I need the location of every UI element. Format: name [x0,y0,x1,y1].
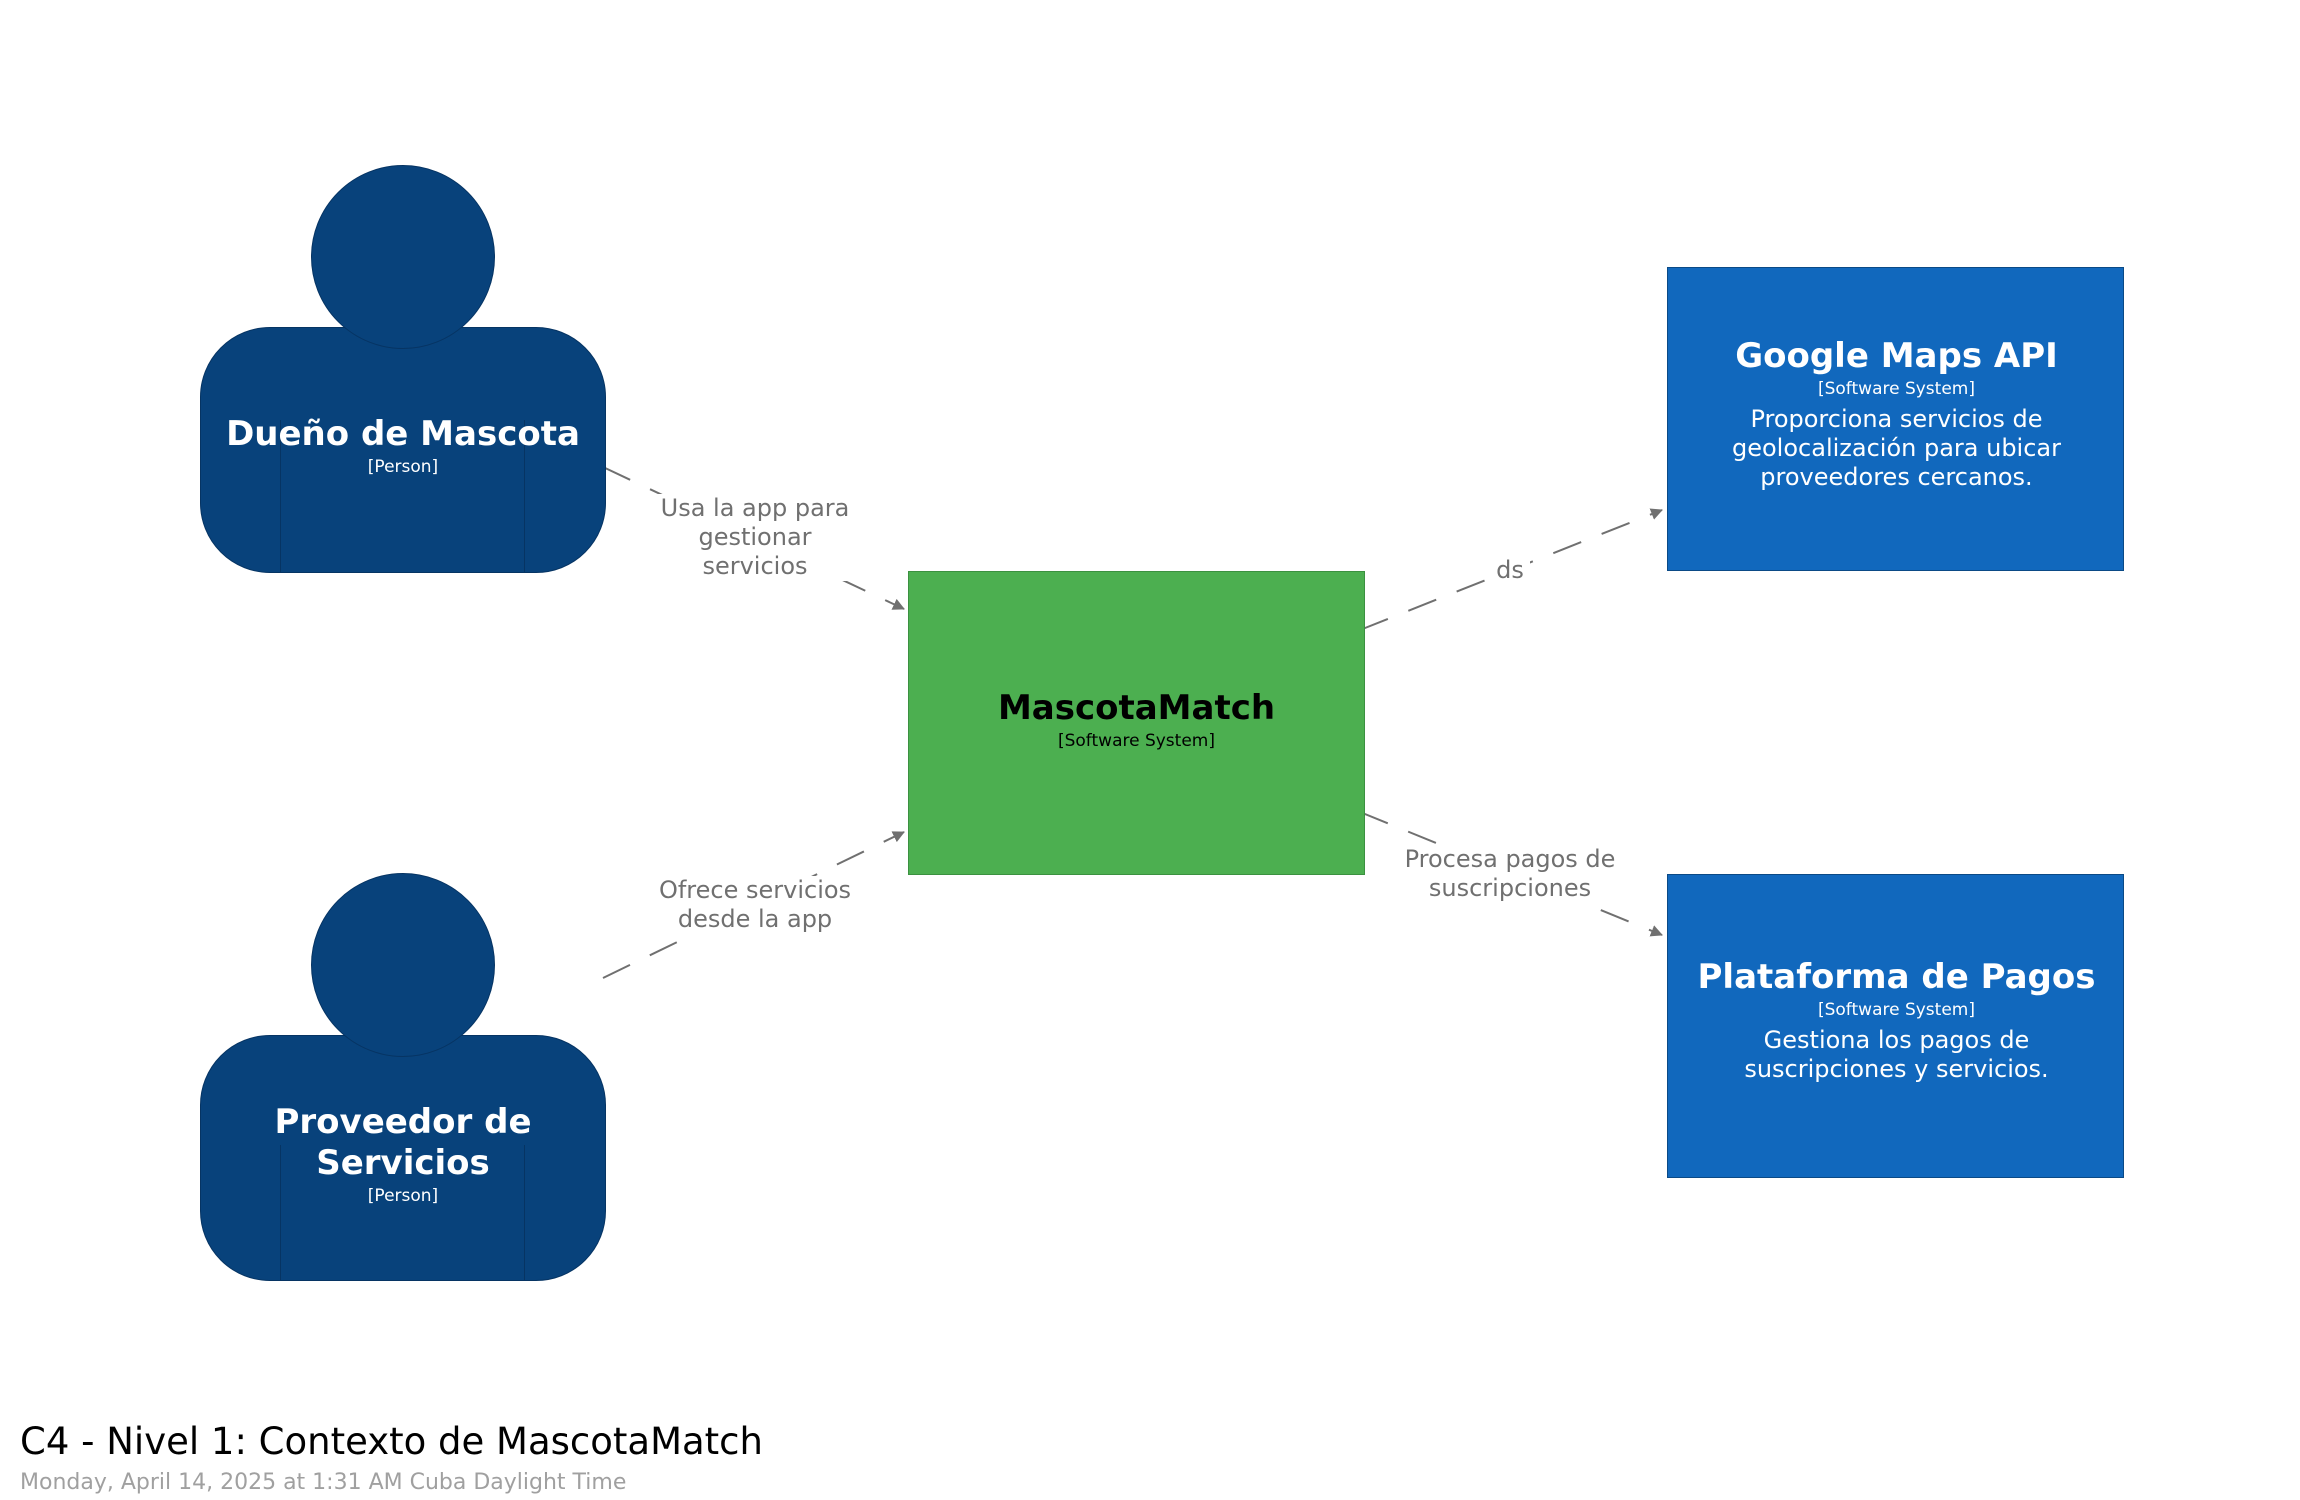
edge-label-dueno: Usa la app para gestionar servicios [650,494,860,581]
person-head-shape [311,165,495,349]
person-head-shape [311,873,495,1057]
system-name: MascotaMatch [997,688,1276,728]
system-type: [Software System] [1057,731,1215,751]
system-mascotamatch[interactable]: MascotaMatch [Software System] [908,571,1365,875]
system-google-maps-api[interactable]: Google Maps API [Software System] Propor… [1667,267,2124,571]
system-type: [Software System] [1817,379,1975,399]
edge-label-pagos: Procesa pagos de suscripciones [1398,845,1622,903]
system-label: MascotaMatch [Software System] [909,688,1364,753]
system-description: Gestiona los pagos de suscripciones y se… [1744,1026,2049,1083]
diagram-timestamp: Monday, April 14, 2025 at 1:31 AM Cuba D… [20,1470,627,1495]
person-body-shape [200,327,606,573]
system-plataforma-de-pagos[interactable]: Plataforma de Pagos [Software System] Ge… [1667,874,2124,1178]
person-label: Proveedor de Servicios [Person] [260,1102,546,1208]
person-body-divider [280,420,525,573]
person-body-shape [200,1035,606,1281]
person-name: Proveedor de Servicios [274,1102,532,1183]
person-body-divider [280,1145,525,1281]
person-label: Dueño de Mascota [Person] [210,414,596,479]
person-type: [Person] [367,457,439,477]
system-type: [Software System] [1817,1000,1975,1020]
person-name: Dueño de Mascota [226,414,580,454]
system-name: Plataforma de Pagos [1697,957,2096,997]
diagram-title: C4 - Nivel 1: Contexto de MascotaMatch [20,1420,763,1463]
system-description: Proporciona servicios de geolocalización… [1732,405,2061,491]
edge-label-proveedor: Ofrece servicios desde la app [650,876,860,934]
system-label: Google Maps API [Software System] Propor… [1688,336,2105,492]
edge-label-maps: ds [1490,556,1530,585]
person-type: [Person] [367,1186,439,1206]
system-label: Plataforma de Pagos [Software System] Ge… [1688,957,2105,1084]
system-name: Google Maps API [1735,336,2058,376]
